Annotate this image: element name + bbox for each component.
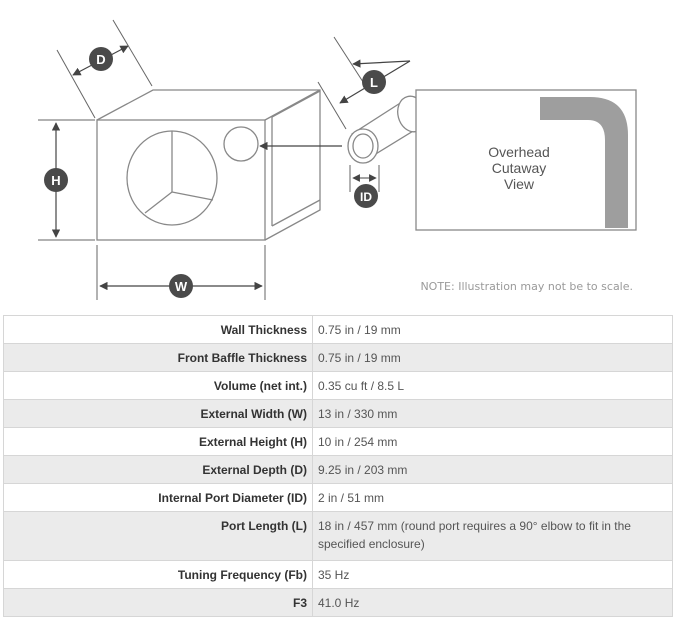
- spec-row: Internal Port Diameter (ID) 2 in / 51 mm: [3, 483, 673, 512]
- spec-value: 35 Hz: [312, 560, 673, 589]
- spec-label: External Depth (D): [3, 455, 313, 484]
- enclosure-box: [96, 89, 321, 241]
- spec-row: External Width (W) 13 in / 330 mm: [3, 399, 673, 428]
- cutaway-view: Overhead Cutaway View: [415, 89, 637, 231]
- spec-value: 0.75 in / 19 mm: [312, 343, 673, 372]
- spec-value: 41.0 Hz: [312, 588, 673, 617]
- spec-value: 9.25 in / 203 mm: [312, 455, 673, 484]
- scale-note: NOTE: Illustration may not be to scale.: [420, 280, 633, 293]
- height-dimension: H: [38, 119, 95, 241]
- spec-label: External Width (W): [3, 399, 313, 428]
- spec-row: Volume (net int.) 0.35 cu ft / 8.5 L: [3, 371, 673, 400]
- port-opening: [223, 126, 259, 162]
- spec-value: 18 in / 457 mm (round port requires a 90…: [312, 511, 673, 561]
- spec-table: Wall Thickness 0.75 in / 19 mm Front Baf…: [3, 315, 673, 617]
- spec-label: Front Baffle Thickness: [3, 343, 313, 372]
- width-label: W: [175, 279, 188, 294]
- cutaway-line-3: View: [504, 176, 535, 192]
- depth-dimension: D: [56, 19, 153, 119]
- spec-value: 10 in / 254 mm: [312, 427, 673, 456]
- spec-row: Port Length (L) 18 in / 457 mm (round po…: [3, 511, 673, 561]
- spec-label: Port Length (L): [3, 511, 313, 561]
- inner-diameter-dimension: ID: [349, 165, 380, 208]
- width-dimension: W: [96, 245, 266, 300]
- spec-row: Tuning Frequency (Fb) 35 Hz: [3, 560, 673, 589]
- spec-row: External Height (H) 10 in / 254 mm: [3, 427, 673, 456]
- length-dimension: L: [317, 36, 411, 130]
- port-tube: [347, 95, 427, 164]
- spec-label: Tuning Frequency (Fb): [3, 560, 313, 589]
- spec-label: Wall Thickness: [3, 315, 313, 344]
- woofer-cutout: [126, 130, 218, 226]
- inner-diameter-label: ID: [360, 190, 372, 204]
- spec-row: Front Baffle Thickness 0.75 in / 19 mm: [3, 343, 673, 372]
- spec-label: F3: [3, 588, 313, 617]
- spec-label: Volume (net int.): [3, 371, 313, 400]
- depth-label: D: [96, 52, 105, 67]
- cutaway-line-2: Cutaway: [492, 160, 546, 176]
- cutaway-line-1: Overhead: [488, 144, 549, 160]
- spec-row: External Depth (D) 9.25 in / 203 mm: [3, 455, 673, 484]
- spec-label: External Height (H): [3, 427, 313, 456]
- spec-value: 0.35 cu ft / 8.5 L: [312, 371, 673, 400]
- enclosure-diagram: Overhead Cutaway View D H W L: [38, 19, 637, 300]
- spec-row: Wall Thickness 0.75 in / 19 mm: [3, 315, 673, 344]
- spec-value: 2 in / 51 mm: [312, 483, 673, 512]
- spec-label: Internal Port Diameter (ID): [3, 483, 313, 512]
- spec-row: F3 41.0 Hz: [3, 588, 673, 617]
- length-label: L: [370, 75, 378, 90]
- spec-value: 0.75 in / 19 mm: [312, 315, 673, 344]
- height-label: H: [51, 173, 60, 188]
- spec-value: 13 in / 330 mm: [312, 399, 673, 428]
